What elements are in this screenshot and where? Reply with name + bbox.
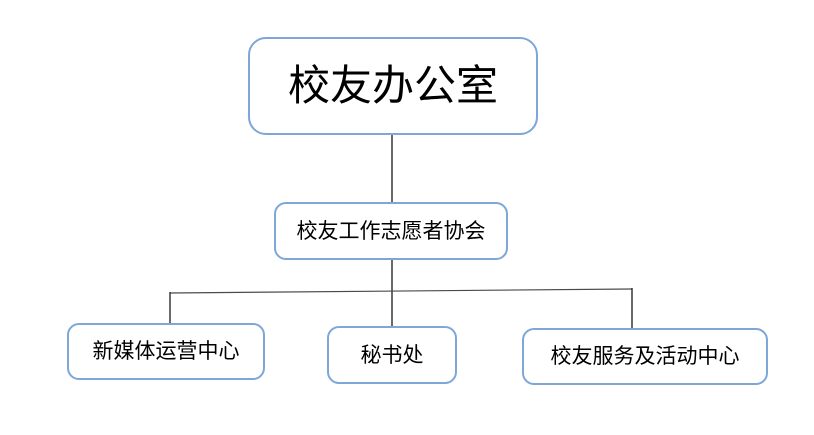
org-node-secretariat: 秘书处 xyxy=(327,326,457,384)
org-node-new-media-center: 新媒体运营中心 xyxy=(67,323,265,380)
org-node-label: 校友工作志愿者协会 xyxy=(296,218,486,243)
org-node-label: 秘书处 xyxy=(360,342,424,367)
org-node-label: 新媒体运营中心 xyxy=(92,339,240,363)
org-node-alumni-office: 校友办公室 xyxy=(248,37,538,135)
org-node-alumni-service-center: 校友服务及活动中心 xyxy=(522,328,768,385)
org-node-label: 校友办公室 xyxy=(287,61,498,110)
org-node-label: 校友服务及活动中心 xyxy=(550,344,740,368)
org-node-volunteer-association: 校友工作志愿者协会 xyxy=(274,202,508,260)
connector-horizontal-bar xyxy=(169,288,633,294)
